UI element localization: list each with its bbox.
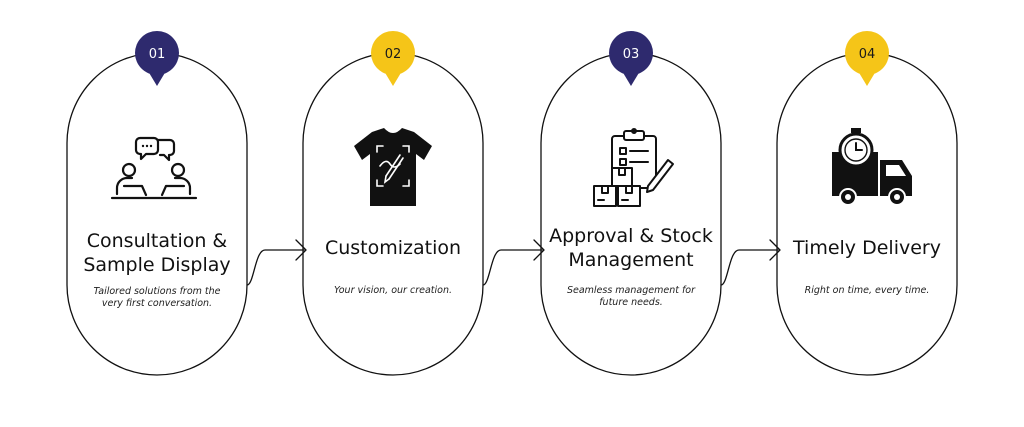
step-3-number: 03 (623, 47, 640, 62)
step-3-badge-pin (622, 71, 640, 86)
connector-arrow-3-4 (720, 239, 781, 286)
step-1-number: 01 (149, 47, 166, 62)
step-3-title: Approval & Stock Management (549, 225, 713, 271)
step-2-badge-circle (371, 31, 415, 75)
step-1-badge: 01 (135, 31, 179, 86)
step-2-badge-pin (384, 71, 402, 86)
step-2-description: Your vision, our creation. (333, 285, 452, 296)
step-1-badge-circle (135, 31, 179, 75)
step-1-title: Consultation & Sample Display (83, 230, 231, 276)
step-3-badge: 03 (609, 31, 653, 86)
connector-arrow-2-3 (482, 239, 545, 286)
step-1-capsule (66, 52, 248, 376)
step-4-description: Right on time, every time. (804, 285, 930, 296)
step-3-badge-circle (609, 31, 653, 75)
step-2-capsule (302, 52, 484, 376)
step-2-title: Customization (324, 237, 462, 259)
step-3-description: Seamless management for future needs. (566, 285, 696, 308)
consultation-icon (110, 136, 198, 200)
step-2-badge: 02 (371, 31, 415, 86)
delivery-truck-icon (832, 128, 912, 206)
step-4-capsule (776, 52, 958, 376)
step-4-badge-circle (845, 31, 889, 75)
step-4-number: 04 (859, 47, 876, 62)
step-4-badge-pin (858, 71, 876, 86)
connector-arrow-1-2 (246, 239, 307, 286)
step-1-badge-pin (148, 71, 166, 86)
clipboard-boxes-icon (593, 128, 674, 207)
step-3-capsule (540, 52, 722, 376)
step-2-number: 02 (385, 47, 402, 62)
tshirt-design-icon (354, 128, 432, 206)
step-1-description: Tailored solutions from the very first c… (93, 286, 221, 309)
step-4-title: Timely Delivery (793, 237, 941, 259)
step-4-badge: 04 (845, 31, 889, 86)
